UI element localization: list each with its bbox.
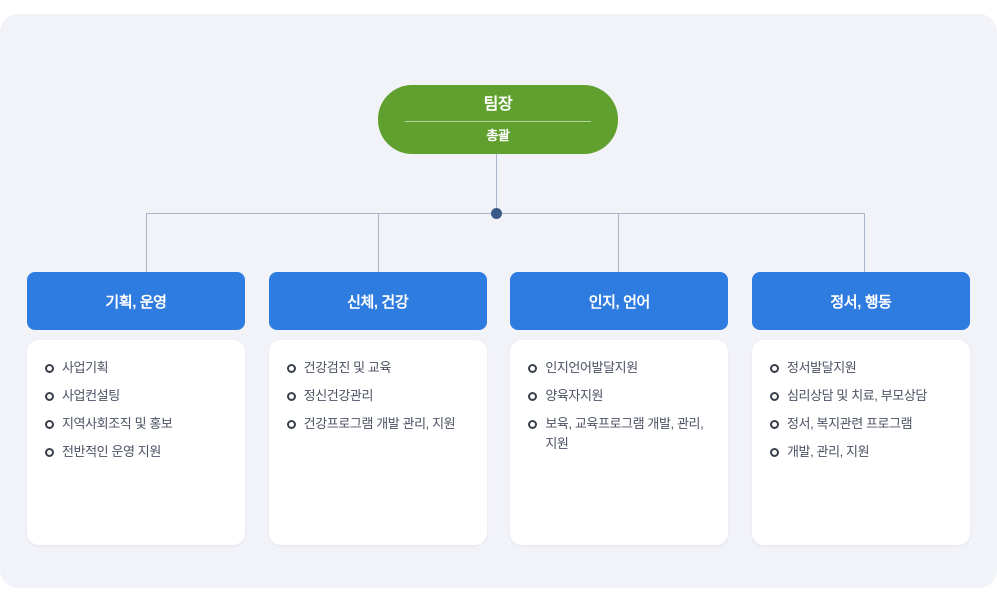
connector-drop-1	[146, 213, 147, 273]
list-item: 지역사회조직 및 홍보	[45, 414, 231, 434]
list-item: 건강검진 및 교육	[286, 358, 473, 378]
list-item-label: 지역사회조직 및 홍보	[62, 416, 173, 431]
list-item: 보육, 교육프로그램 개발, 관리, 지원	[528, 414, 714, 454]
branch-card-3: 인지언어발달지원 양육자지원 보육, 교육프로그램 개발, 관리, 지원	[510, 340, 729, 545]
ring-bullet-icon	[286, 364, 296, 373]
list-item: 건강프로그램 개발 관리, 지원	[286, 414, 473, 434]
ring-bullet-icon	[528, 392, 538, 401]
connector-stem-vertical	[496, 154, 497, 212]
list-item-label: 정신건강관리	[303, 388, 374, 403]
branch-header-3[interactable]: 인지, 언어	[510, 272, 729, 330]
list-item-label: 인지언어발달지원	[545, 360, 638, 375]
list-item: 정신건강관리	[286, 386, 473, 406]
branch-header-label-4: 정서, 행동	[830, 293, 892, 311]
branch-column-3: 인지, 언어 인지언어발달지원 양육자지원 보육, 교육프로그램 개발, 관리,…	[510, 272, 729, 545]
list-item: 심리상담 및 치료, 부모상담	[769, 386, 956, 406]
root-node-title: 팀장	[483, 96, 513, 113]
list-item-label: 전반적인 운영 지원	[62, 444, 161, 459]
connector-drop-4	[864, 213, 865, 273]
branch-column-1: 기획, 운영 사업기획 사업컨설팅 지역사회조직 및 홍보	[27, 272, 245, 545]
ring-bullet-icon	[45, 364, 54, 373]
connector-horizontal-bus	[146, 213, 865, 214]
branch-column-4: 정서, 행동 정서발달지원 심리상담 및 치료, 부모상담 정서, 복지관련 프…	[751, 272, 970, 545]
list-item-label: 정서, 복지관련 프로그램	[786, 416, 913, 431]
list-item: 정서발달지원	[769, 358, 956, 378]
list-item: 전반적인 운영 지원	[45, 442, 231, 462]
branch-header-label-3: 인지, 언어	[588, 293, 651, 311]
list-item-label: 건강검진 및 교육	[303, 360, 392, 375]
list-item-label: 양육자지원	[545, 388, 604, 403]
ring-bullet-icon	[769, 392, 779, 401]
branch-header-2[interactable]: 신체, 건강	[268, 272, 487, 330]
ring-bullet-icon	[45, 392, 54, 401]
list-item-label: 정서발달지원	[786, 360, 857, 375]
list-item-label: 보육, 교육프로그램 개발, 관리, 지원	[545, 416, 704, 451]
branch-card-4: 정서발달지원 심리상담 및 치료, 부모상담 정서, 복지관련 프로그램 개발,…	[751, 340, 970, 545]
branch-columns: 기획, 운영 사업기획 사업컨설팅 지역사회조직 및 홍보	[27, 272, 970, 545]
ring-bullet-icon	[528, 364, 538, 373]
list-item: 양육자지원	[528, 386, 714, 406]
ring-bullet-icon	[769, 420, 779, 429]
root-node-subtitle: 총괄	[486, 128, 510, 143]
ring-bullet-icon	[769, 448, 779, 457]
branch-item-list-2: 건강검진 및 교육 정신건강관리 건강프로그램 개발 관리, 지원	[286, 358, 473, 434]
list-item: 사업컨설팅	[45, 386, 231, 406]
junction-dot-icon	[491, 208, 502, 219]
list-item-label: 사업기획	[62, 360, 109, 375]
ring-bullet-icon	[45, 448, 54, 457]
list-item-label: 건강프로그램 개발 관리, 지원	[303, 416, 456, 431]
list-item-label: 개발, 관리, 지원	[786, 444, 870, 459]
list-item-label: 사업컨설팅	[62, 388, 120, 403]
root-node-team-leader[interactable]: 팀장 총괄	[378, 85, 618, 154]
ring-bullet-icon	[528, 420, 538, 429]
connector-drop-3	[618, 213, 619, 273]
list-item: 인지언어발달지원	[528, 358, 714, 378]
branch-header-4[interactable]: 정서, 행동	[751, 272, 970, 330]
ring-bullet-icon	[45, 420, 54, 429]
branch-item-list-4: 정서발달지원 심리상담 및 치료, 부모상담 정서, 복지관련 프로그램 개발,…	[769, 358, 956, 462]
branch-column-2: 신체, 건강 건강검진 및 교육 정신건강관리 건강프로그램 개발 관리, 지원	[268, 272, 487, 545]
branch-card-1: 사업기획 사업컨설팅 지역사회조직 및 홍보 전반적인 운영 지원	[27, 340, 245, 545]
list-item: 정서, 복지관련 프로그램	[769, 414, 956, 434]
ring-bullet-icon	[286, 420, 296, 429]
branch-header-label-1: 기획, 운영	[105, 293, 167, 311]
ring-bullet-icon	[286, 392, 296, 401]
list-item: 사업기획	[45, 358, 231, 378]
connector-drop-2	[378, 213, 379, 273]
branch-item-list-1: 사업기획 사업컨설팅 지역사회조직 및 홍보 전반적인 운영 지원	[45, 358, 231, 462]
branch-card-2: 건강검진 및 교육 정신건강관리 건강프로그램 개발 관리, 지원	[268, 340, 487, 545]
list-item: 개발, 관리, 지원	[769, 442, 956, 462]
branch-header-label-2: 신체, 건강	[347, 293, 409, 311]
list-item-label: 심리상담 및 치료, 부모상담	[786, 388, 927, 403]
ring-bullet-icon	[769, 364, 779, 373]
branch-item-list-3: 인지언어발달지원 양육자지원 보육, 교육프로그램 개발, 관리, 지원	[528, 358, 714, 454]
root-node-divider	[405, 121, 591, 122]
branch-header-1[interactable]: 기획, 운영	[27, 272, 245, 330]
org-chart-panel: 팀장 총괄 기획, 운영 사업기획	[0, 14, 997, 588]
